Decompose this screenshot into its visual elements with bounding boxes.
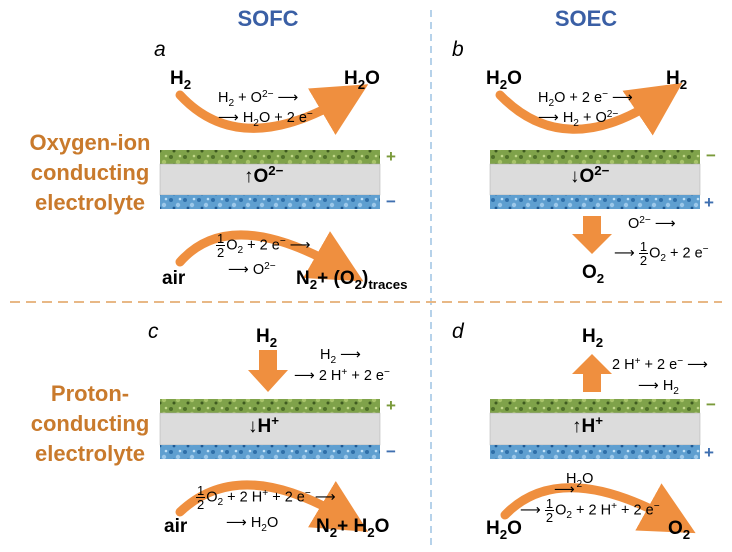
polarity-d-top: − [706,395,716,414]
equation-d-line2: ⟶ H2 [638,378,679,397]
equation-b-bottom-line1: O2− ⟶ [628,214,676,232]
species-b-top-out: H2 [666,68,688,92]
equation-b-line1: H2O + 2 e− ⟶ [538,88,633,109]
cell-d [489,399,701,459]
column-title-sofc: SOFC [237,6,299,31]
arrow-d-up [572,354,612,392]
panel-letter-a: a [154,38,166,61]
species-a-bottom-in: air [162,268,186,289]
equation-a-line2: ⟶ H2O + 2 e− [218,108,313,129]
species-d-bottom-in: H2O [486,518,522,542]
polarity-b-top: − [706,146,716,165]
cell-c [159,399,381,459]
species-c-bottom-in: air [164,516,188,537]
polarity-b-bottom: + [704,193,714,212]
equation-d-bottom-arrow1: ⟶ [554,482,575,498]
panel-letter-d: d [452,320,464,343]
species-c-top-in: H2 [256,326,278,350]
arrow-c-bottom [175,480,369,532]
row-label-oxygen-ion: Oxygen-ion conducting electrolyte [29,130,151,215]
arrow-b-top [495,82,683,136]
arrow-a-top [175,84,369,135]
arrow-d-bottom [500,483,696,534]
species-a-bottom-out: N2+ (O2)traces [296,268,408,292]
arrow-b-down [572,216,612,254]
species-d-top-out: H2 [582,326,604,350]
polarity-c-top: + [386,396,396,415]
equation-c-line1: H2 ⟶ [320,347,361,366]
column-title-soec: SOEC [554,6,618,31]
ion-label-c: ↓H+ [248,413,279,437]
species-a-top-out: H2O [344,68,380,92]
ion-label-a: ↑O2− [244,163,284,187]
ion-label-b: ↓O2− [570,163,610,187]
equation-b-line2: ⟶ H2 + O2− [538,108,619,129]
equation-c-line2: ⟶ 2 H+ + 2 e− [294,366,390,384]
ion-label-d: ↑H+ [572,413,603,437]
equation-c-bottom-line2: ⟶ H2O [226,515,279,534]
species-b-bottom-out: O2 [582,262,605,286]
polarity-c-bottom: − [386,442,396,461]
row-label-proton: Proton- conducting electrolyte [30,381,150,466]
cell-b [489,150,701,209]
arrow-c-down [248,350,288,392]
arrow-a-bottom [175,230,364,282]
equation-d-bottom-line1: H2O [566,471,594,490]
polarity-a-bottom: − [386,192,396,211]
polarity-a-top: + [386,147,396,166]
equation-a-line1: H2 + O2− ⟶ [218,88,299,109]
species-b-top-in: H2O [486,68,522,92]
equation-a-bottom-line2: ⟶ O2− [228,260,276,278]
panel-letter-c: c [148,320,159,343]
species-d-bottom-out: O2 [668,518,691,542]
panel-letter-b: b [452,38,464,61]
equation-d-line1: 2 H+ + 2 e− ⟶ [612,355,708,373]
polarity-d-bottom: + [704,443,714,462]
cell-a [159,150,381,209]
species-a-top-in: H2 [170,68,192,92]
species-c-bottom-out: N2+ H2O [316,516,390,540]
